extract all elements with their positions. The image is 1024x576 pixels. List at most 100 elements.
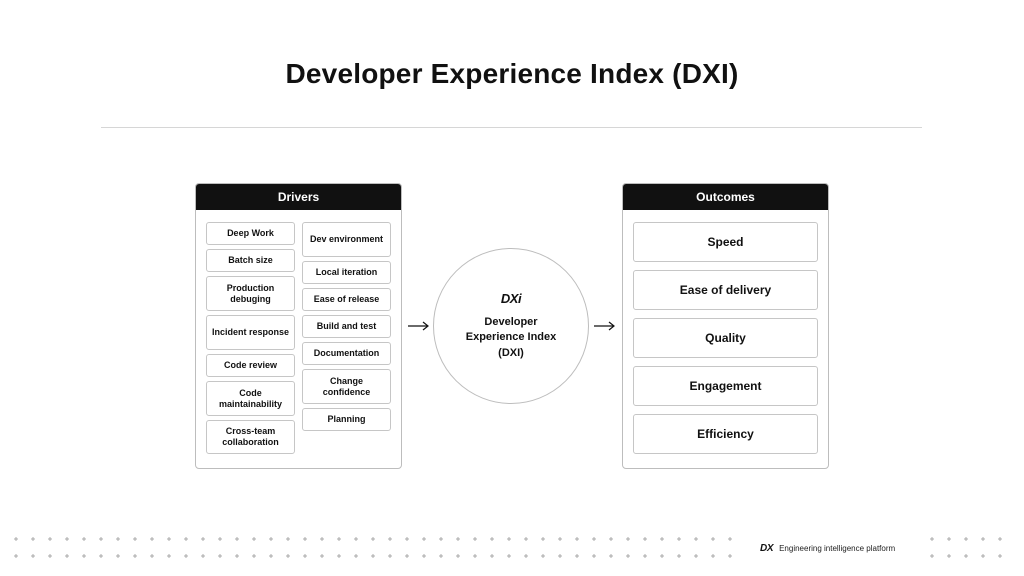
plus-dot bbox=[303, 537, 307, 541]
outcomes-header: Outcomes bbox=[623, 184, 828, 210]
plus-dot bbox=[167, 537, 171, 541]
plus-dot bbox=[286, 537, 290, 541]
decorative-dots bbox=[14, 537, 732, 558]
plus-dot bbox=[456, 537, 460, 541]
plus-dot bbox=[592, 554, 596, 558]
plus-dot bbox=[167, 554, 171, 558]
plus-dot bbox=[99, 554, 103, 558]
plus-dot bbox=[473, 554, 477, 558]
plus-dot bbox=[116, 537, 120, 541]
plus-dot bbox=[337, 537, 341, 541]
plus-dot bbox=[65, 537, 69, 541]
plus-dot bbox=[947, 554, 951, 558]
arrow-right-icon bbox=[594, 321, 615, 331]
driver-chip: Change confidence bbox=[302, 369, 391, 404]
plus-dot bbox=[405, 537, 409, 541]
plus-dot bbox=[269, 537, 273, 541]
plus-dot bbox=[947, 537, 951, 541]
plus-dot bbox=[677, 537, 681, 541]
plus-dot bbox=[252, 554, 256, 558]
plus-dot bbox=[354, 537, 358, 541]
plus-dot bbox=[201, 537, 205, 541]
plus-dot bbox=[558, 537, 562, 541]
driver-chip: Code review bbox=[206, 354, 295, 377]
plus-dot bbox=[524, 537, 528, 541]
driver-chip: Build and test bbox=[302, 315, 391, 338]
plus-dot bbox=[507, 554, 511, 558]
plus-dot bbox=[371, 537, 375, 541]
plus-dot bbox=[422, 537, 426, 541]
plus-dot bbox=[218, 554, 222, 558]
dxi-circle: DXi Developer Experience Index (DXI) bbox=[433, 248, 589, 404]
plus-dot bbox=[422, 554, 426, 558]
plus-dot bbox=[405, 554, 409, 558]
plus-dot bbox=[660, 537, 664, 541]
plus-dot bbox=[998, 554, 1002, 558]
driver-chip: Dev environment bbox=[302, 222, 391, 257]
driver-chip: Cross-team collaboration bbox=[206, 420, 295, 454]
plus-dot bbox=[116, 554, 120, 558]
plus-dot bbox=[626, 554, 630, 558]
arrow-right-icon bbox=[408, 321, 429, 331]
plus-dot bbox=[133, 537, 137, 541]
plus-dot bbox=[981, 537, 985, 541]
outcome-item: Quality bbox=[633, 318, 818, 358]
plus-dot bbox=[48, 554, 52, 558]
plus-dot bbox=[643, 554, 647, 558]
plus-dot bbox=[31, 537, 35, 541]
footer-tagline: Engineering intelligence platform bbox=[779, 544, 896, 553]
plus-dot bbox=[592, 537, 596, 541]
plus-dot bbox=[473, 537, 477, 541]
outcomes-panel: Outcomes Speed Ease of delivery Quality … bbox=[622, 183, 829, 469]
plus-dot bbox=[930, 554, 934, 558]
plus-dot bbox=[388, 537, 392, 541]
drivers-header: Drivers bbox=[196, 184, 401, 210]
plus-dot bbox=[998, 537, 1002, 541]
plus-dot bbox=[541, 537, 545, 541]
driver-chip: Incident response bbox=[206, 315, 295, 350]
plus-dot bbox=[677, 554, 681, 558]
plus-dot bbox=[930, 537, 934, 541]
outcome-item: Engagement bbox=[633, 366, 818, 406]
plus-dot bbox=[48, 537, 52, 541]
plus-dot bbox=[184, 554, 188, 558]
driver-chip: Ease of release bbox=[302, 288, 391, 311]
driver-chip: Batch size bbox=[206, 249, 295, 272]
plus-dot bbox=[14, 537, 18, 541]
plus-dot bbox=[235, 554, 239, 558]
outcome-item: Ease of delivery bbox=[633, 270, 818, 310]
drivers-panel: Drivers Deep Work Batch size Production … bbox=[195, 183, 402, 469]
plus-dot bbox=[150, 554, 154, 558]
dx-logo: DX bbox=[760, 543, 774, 554]
plus-dot bbox=[575, 537, 579, 541]
plus-dot bbox=[711, 537, 715, 541]
plus-dot bbox=[626, 537, 630, 541]
plus-dot bbox=[82, 554, 86, 558]
driver-chip: Deep Work bbox=[206, 222, 295, 245]
plus-dot bbox=[643, 537, 647, 541]
driver-chip: Local iteration bbox=[302, 261, 391, 284]
plus-dot bbox=[235, 537, 239, 541]
plus-dot bbox=[371, 554, 375, 558]
plus-dot bbox=[728, 554, 732, 558]
plus-dot bbox=[218, 537, 222, 541]
plus-dot bbox=[320, 554, 324, 558]
plus-dot bbox=[303, 554, 307, 558]
plus-dot bbox=[490, 537, 494, 541]
title-divider bbox=[101, 127, 922, 128]
plus-dot bbox=[981, 554, 985, 558]
plus-dot bbox=[82, 537, 86, 541]
plus-dot bbox=[286, 554, 290, 558]
plus-dot bbox=[558, 554, 562, 558]
plus-dot bbox=[728, 537, 732, 541]
dxi-logo: DXi bbox=[500, 290, 522, 306]
plus-dot bbox=[694, 554, 698, 558]
plus-dot bbox=[354, 554, 358, 558]
plus-dot bbox=[507, 537, 511, 541]
plus-dot bbox=[456, 554, 460, 558]
decorative-dots bbox=[930, 537, 1002, 558]
plus-dot bbox=[14, 554, 18, 558]
plus-dot bbox=[320, 537, 324, 541]
plus-dot bbox=[201, 554, 205, 558]
driver-chip: Planning bbox=[302, 408, 391, 431]
